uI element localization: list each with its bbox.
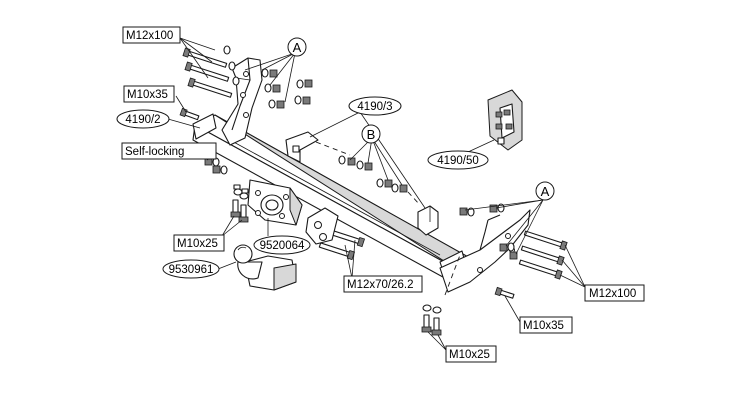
label-text: M10x35 <box>127 89 168 101</box>
label-m12x100-left: M12x100 <box>122 26 181 44</box>
marker-b: B <box>361 124 381 144</box>
label-4190-2: 4190/2 <box>116 109 170 129</box>
marker-text: B <box>367 127 376 142</box>
leader-lines <box>167 37 586 351</box>
label-text: 4190/2 <box>125 114 160 126</box>
marker-a-left: A <box>287 37 307 57</box>
label-text: M10x35 <box>523 320 564 332</box>
bolt-m10x35-right <box>494 286 515 299</box>
label-m10x25-left: M10x25 <box>173 234 225 252</box>
nuts-b-upper <box>338 155 373 171</box>
label-9530961: 9530961 <box>162 259 220 279</box>
bolts-m12x100-left <box>182 45 240 98</box>
label-m10x35-right: M10x35 <box>519 316 573 334</box>
label-text: 9530961 <box>169 264 214 276</box>
tow-ball <box>233 244 297 291</box>
nuts-b-lower <box>376 178 421 206</box>
socket-plate <box>247 179 303 226</box>
label-text: M10x25 <box>449 349 490 361</box>
label-text: M12x100 <box>126 30 173 42</box>
label-m12x100-right: M12x100 <box>584 284 645 302</box>
nuts-left <box>261 68 313 109</box>
label-m12x70: M12x70/26.2 <box>343 275 423 293</box>
label-text: M12x70/26.2 <box>347 279 414 291</box>
inset-bracket-4190-50 <box>487 89 523 151</box>
bolts-m10x25-right <box>421 304 442 336</box>
label-4190-50: 4190/50 <box>427 150 489 170</box>
label-4190-3: 4190/3 <box>348 96 402 116</box>
label-text: 4190/3 <box>357 101 392 113</box>
self-locking-nuts <box>204 157 228 175</box>
marker-text: A <box>293 40 302 55</box>
label-text: Self-locking <box>125 146 184 158</box>
center-bracket <box>285 131 351 163</box>
label-text: 9520064 <box>260 240 305 252</box>
bolt-m10x35-left <box>179 107 200 121</box>
label-m10x25-right: M10x25 <box>445 345 497 363</box>
marker-a-right: A <box>535 181 555 201</box>
marker-text: A <box>541 184 550 199</box>
label-text: 4190/50 <box>437 155 479 167</box>
label-m10x35-left: M10x35 <box>123 85 175 103</box>
bolts-m12x100-right <box>518 230 568 280</box>
spacer-plate <box>305 207 339 245</box>
label-9520064: 9520064 <box>253 235 311 255</box>
left-side-bracket <box>221 57 263 146</box>
label-self-locking: Self-locking <box>121 142 217 160</box>
label-text: M12x100 <box>589 288 636 300</box>
bar-plate-right <box>417 205 439 236</box>
bolts-m10x25-left <box>230 184 249 223</box>
label-text: M10x25 <box>177 238 218 250</box>
